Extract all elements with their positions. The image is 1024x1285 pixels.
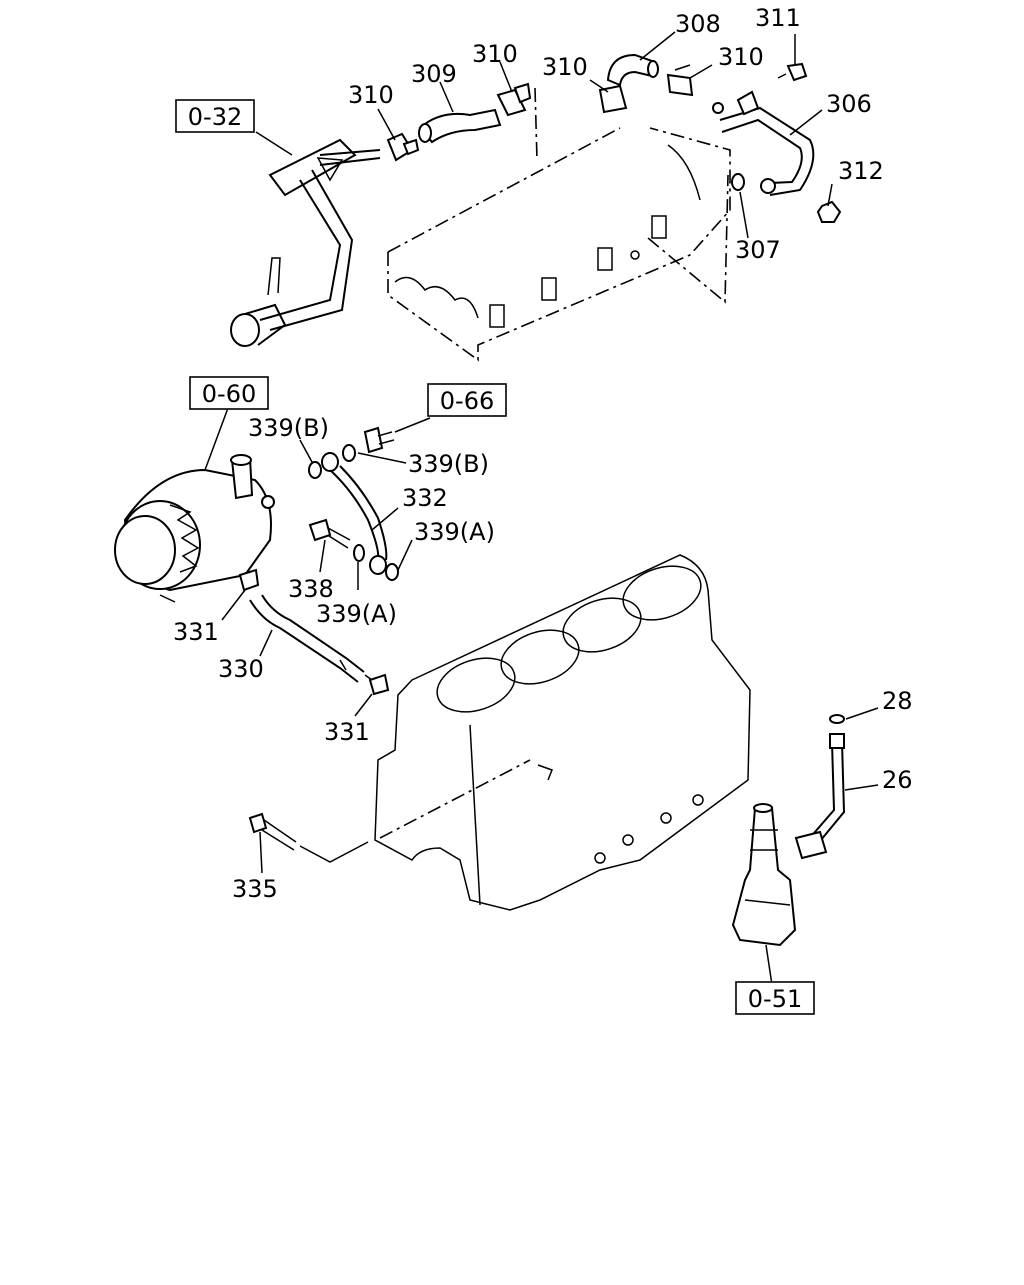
callout-306: 306	[826, 90, 872, 118]
hose-308	[606, 53, 659, 87]
nut-312	[816, 200, 842, 223]
ref-box-0-51[interactable]: 0-51	[735, 981, 815, 1015]
callout-310-a: 310	[472, 40, 518, 68]
washer-339b-1	[308, 461, 322, 479]
washer-339a-2	[385, 563, 399, 581]
leader-lines	[204, 31, 879, 986]
callout-310-b: 310	[542, 53, 588, 81]
callout-339a-2: 339(A)	[316, 600, 397, 628]
cylinder-head	[387, 127, 731, 362]
callout-312: 312	[838, 157, 884, 185]
ref-label-0-60: 0-60	[202, 380, 256, 408]
callout-338: 338	[288, 575, 334, 603]
callout-339b-2: 339(B)	[408, 450, 489, 478]
hose-clamp-310-right-2	[666, 64, 694, 97]
callout-310-d: 310	[348, 81, 394, 109]
callout-307: 307	[735, 236, 781, 264]
hose-clamp-310-left	[386, 132, 420, 162]
callout-339b-1: 339(B)	[248, 414, 329, 442]
ref-label-0-32: 0-32	[188, 103, 242, 131]
callout-310-c: 310	[718, 43, 764, 71]
callout-332: 332	[402, 484, 448, 512]
eye-bolt-0-66	[363, 426, 395, 454]
ref-label-0-66: 0-66	[440, 387, 494, 415]
bolt-338	[308, 518, 351, 549]
hose-309	[418, 108, 502, 144]
hose-clamp-310-right-1	[598, 84, 628, 114]
oil-jet-335	[248, 812, 369, 863]
hose-clamp-310-mid	[496, 82, 532, 117]
washer-339a-1	[353, 544, 365, 562]
ref-box-0-66[interactable]: 0-66	[427, 383, 507, 417]
callout-335: 335	[232, 875, 278, 903]
ref-box-0-60[interactable]: 0-60	[189, 376, 269, 410]
callout-309: 309	[411, 60, 457, 88]
cylinder-block	[374, 554, 751, 911]
hose-clamp-331-lower	[368, 673, 390, 696]
callout-labels: 308 311 310 310 310 310 309 306 312 307 …	[173, 4, 913, 903]
heater-pipe-assembly	[230, 138, 381, 347]
callout-330: 330	[218, 655, 264, 683]
hose-clamp-331-upper	[238, 568, 260, 592]
callout-308: 308	[675, 10, 721, 38]
oil-pipe-332	[321, 452, 388, 575]
o-ring-307	[731, 173, 745, 191]
washer-339b-2	[342, 444, 356, 462]
oil-filter-0-51	[731, 803, 797, 947]
water-pipe-306	[712, 90, 815, 196]
callout-331-1: 331	[173, 618, 219, 646]
callout-26: 26	[882, 766, 913, 794]
oil-pipe-26	[794, 733, 846, 860]
callout-28: 28	[882, 687, 913, 715]
bolt-311	[777, 62, 808, 82]
callout-339a-1: 339(A)	[414, 518, 495, 546]
ref-box-0-32[interactable]: 0-32	[175, 99, 255, 133]
ref-label-0-51: 0-51	[748, 985, 802, 1013]
alternator-vacuum-pump	[114, 454, 275, 603]
callout-311: 311	[755, 4, 801, 32]
o-ring-28	[829, 714, 845, 724]
callout-331-2: 331	[324, 718, 370, 746]
